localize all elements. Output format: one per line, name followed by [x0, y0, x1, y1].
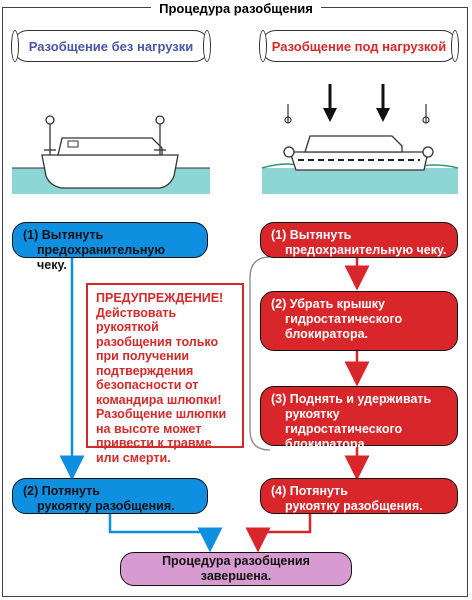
mode-no-load-left-cap — [11, 30, 19, 62]
right-step-1: (1) Вытянуть предохранительную чеку. — [260, 222, 458, 258]
left-step-2-line-1: (2) Потянуть — [23, 484, 100, 498]
final-step-label: Процедура разобщения завершена. — [162, 554, 310, 583]
mode-no-load: Разобщение без нагрузки — [11, 30, 211, 62]
warning-line-1: ПРЕДУПРЕЖДЕНИЕ! — [96, 291, 224, 305]
warning-line-4: при получении — [96, 349, 190, 363]
warning-line-7: командира шлюпки! — [96, 392, 222, 407]
warning-line-11: или смерти. — [96, 450, 171, 465]
final-step: Процедура разобщения завершена. — [120, 552, 352, 586]
mode-under-load-label: Разобщение под нагрузкой — [271, 38, 447, 54]
right-step-1-line-1: (1) Вытянуть — [271, 228, 352, 242]
warning-line-6: безопасности от — [96, 378, 199, 392]
left-step-1-line-1: (1) Вытянуть — [23, 228, 104, 242]
water-right — [262, 168, 458, 194]
mode-under-load: Разобщение под нагрузкой — [259, 30, 459, 62]
left-step-2: (2) Потянуть рукоятку разобщения. — [12, 478, 208, 514]
right-step-2-line-2: гидростатического — [285, 312, 403, 326]
blue-arrow-to-final — [108, 512, 223, 553]
lifeboat-no-load-illustration — [12, 115, 210, 194]
right-step-2-line-3: блокиратора. — [285, 327, 369, 341]
lifeboat-under-load-illustration — [261, 84, 459, 194]
left-step-1-line-2: предохранительную чеку. — [37, 243, 166, 272]
red-arrow-to-final — [245, 512, 312, 553]
right-step-3-line-2: рукоятку гидростатического — [285, 407, 403, 436]
warning-bracket — [249, 256, 271, 451]
right-step-2: (2) Убрать крышку гидростатического блок… — [260, 291, 458, 351]
diagram-title: Процедура разобщения — [0, 0, 472, 18]
right-step-3-line-3: блокиратора. — [285, 437, 369, 451]
mode-under-load-left-cap — [259, 30, 267, 62]
right-step-1-line-2: предохранительную чеку. — [285, 243, 447, 257]
warning-box: ПРЕДУПРЕЖДЕНИЕ! Действовать рукояткой ра… — [86, 283, 244, 465]
right-step-2-line-1: (2) Убрать крышку — [271, 297, 385, 311]
warning-line-2: Действовать рукояткой — [96, 305, 177, 335]
warning-line-10: привести к травме — [96, 436, 212, 450]
warning-line-5: подтверждения — [96, 363, 194, 378]
diagram-title-text: Процедура разобщения — [151, 1, 321, 16]
mode-no-load-label: Разобщение без нагрузки — [28, 38, 194, 54]
warning-line-9: на высоте может — [96, 421, 202, 436]
right-step-4-line-2: рукоятку разобщения. — [285, 499, 423, 513]
left-step-1: (1) Вытянуть предохранительную чеку. — [12, 222, 208, 272]
mode-under-load-right-cap — [451, 30, 459, 62]
right-step-4-line-1: (4) Потянуть — [271, 484, 348, 498]
right-step-3-line-1: (3) Поднять и удерживать — [271, 392, 432, 406]
warning-line-3: разобщения только — [96, 334, 219, 349]
right-step-4: (4) Потянуть рукоятку разобщения. — [260, 478, 458, 514]
mode-no-load-right-cap — [203, 30, 211, 62]
left-step-2-line-2: рукоятку разобщения. — [37, 499, 175, 513]
warning-line-8: Разобщение шлюпки — [96, 407, 227, 421]
right-step-3: (3) Поднять и удерживать рукоятку гидрос… — [260, 386, 458, 451]
